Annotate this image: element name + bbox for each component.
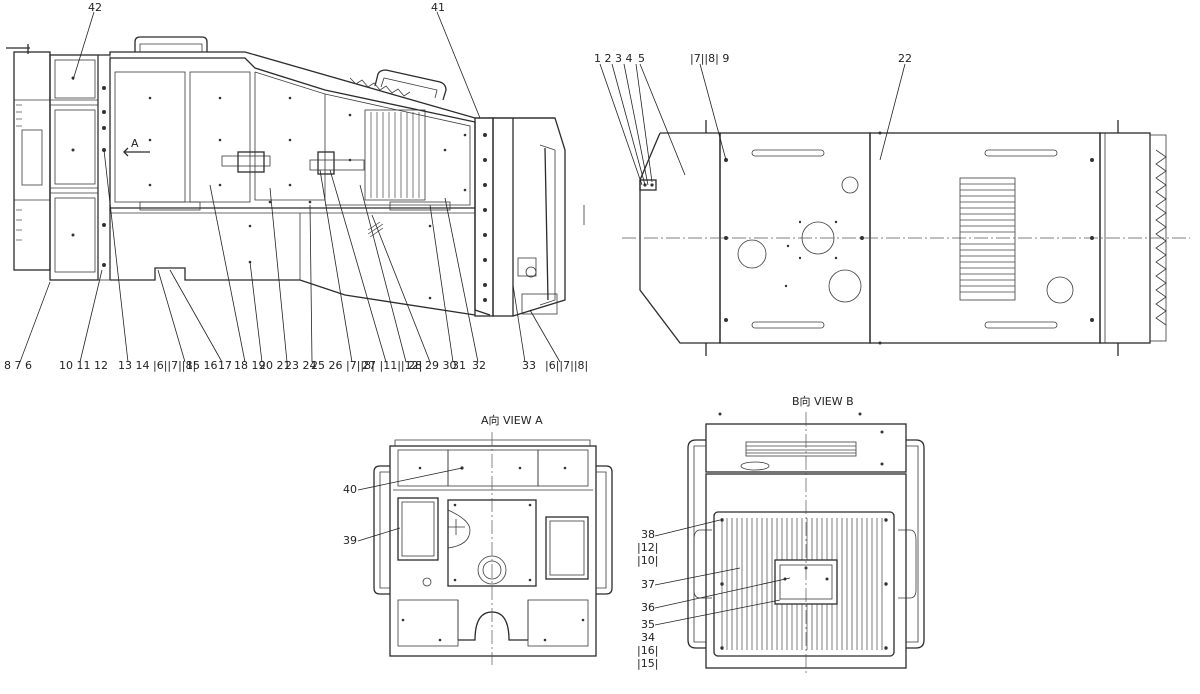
label-31: 31 [452, 359, 466, 372]
label-13-14: 13 14 |6||7||8| [118, 359, 196, 372]
label-10: |10| [637, 554, 658, 567]
label-20-21: 20 21 [259, 359, 291, 372]
label-35: 35 [641, 618, 655, 631]
label-33: 33 [522, 359, 536, 372]
label-36: 36 [641, 601, 655, 614]
label-1-2-3-4: 1 2 3 4 [594, 52, 632, 65]
top-view: 1 2 3 4 5 |7||8| 9 22 [594, 52, 1190, 356]
side-view: A [4, 1, 588, 372]
label-12: |12| [637, 541, 658, 554]
label-39: 39 [343, 534, 357, 547]
view-b-title: B向 VIEW B [792, 394, 854, 408]
label-18-19: 18 19 [234, 359, 266, 372]
label-40: 40 [343, 483, 357, 496]
view-a: A向 VIEW A [343, 413, 613, 665]
label-38: 38 [641, 528, 655, 541]
label-15: |15| [637, 657, 658, 670]
label-10-11-12: 10 11 12 [59, 359, 108, 372]
label-16: |16| [637, 644, 658, 657]
label-42: 42 [88, 1, 102, 14]
label-37: 37 [641, 578, 655, 591]
label-8-7-6: 8 7 6 [4, 359, 32, 372]
label-28: 28 [408, 359, 422, 372]
label-15-16: 15 16 [186, 359, 218, 372]
view-a-title: A向 VIEW A [481, 413, 543, 427]
label-34: 34 [641, 631, 655, 644]
side-left-grille [13, 51, 51, 271]
label-25-26: 25 26 |7||8| [311, 359, 375, 372]
label-5: 5 [638, 52, 645, 65]
label-32: 32 [472, 359, 486, 372]
label-41: 41 [431, 1, 445, 14]
view-b: B向 VIEW B [637, 394, 925, 676]
label-29-30: 29 30 [425, 359, 457, 372]
label-7-8-9: |7||8| 9 [690, 52, 729, 65]
label-6-7-8: |6||7||8| [545, 359, 588, 372]
label-22: 22 [898, 52, 912, 65]
label-23-24: 23 24 [285, 359, 317, 372]
label-27: 27 |11||12| [362, 359, 422, 372]
label-17: 17 [218, 359, 232, 372]
section-marker-a: A [131, 137, 139, 150]
